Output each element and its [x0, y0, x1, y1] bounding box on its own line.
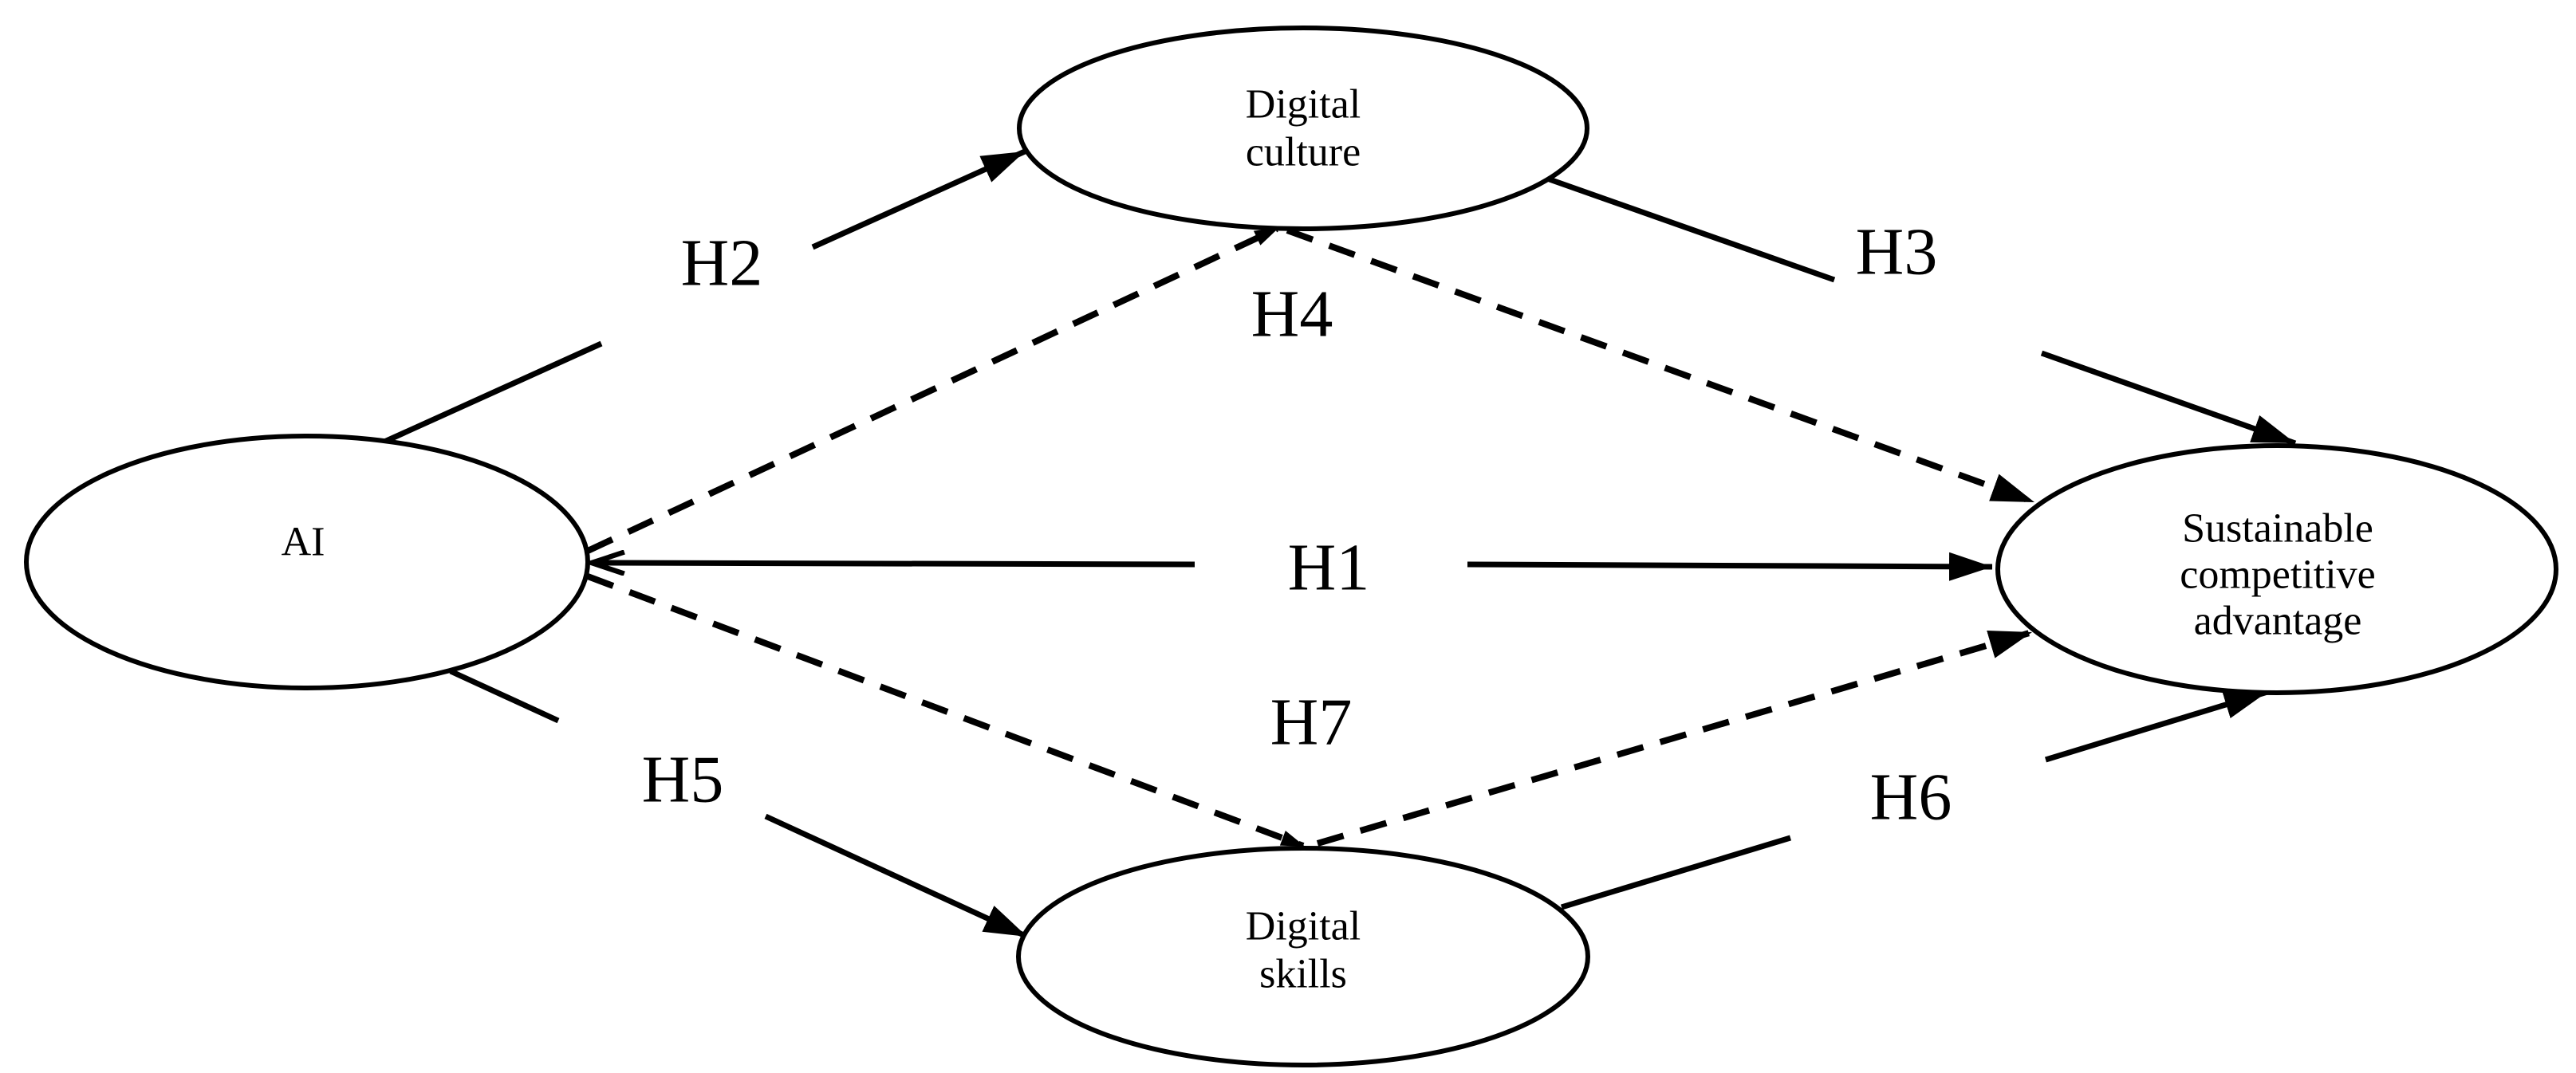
- label-h1: H1: [1288, 531, 1370, 605]
- label-h6: H6: [1870, 761, 1952, 835]
- edge-h7: [586, 573, 2034, 849]
- edge-h2-segment-2: [811, 148, 1026, 250]
- edge-h6-segment-2: [2044, 689, 2269, 763]
- edge-h2: [381, 148, 1026, 446]
- node-ai-ellipse: [24, 434, 590, 690]
- label-h5: H5: [642, 743, 724, 817]
- node-digital-culture: Digital culture: [1017, 26, 1589, 231]
- node-sustainable-competitive-advantage: Sustainable competitive advantage: [1995, 443, 2558, 695]
- node-ai: AI: [24, 434, 590, 690]
- label-h7: H7: [1270, 686, 1353, 760]
- edges: [381, 148, 2297, 940]
- edge-h4: [586, 226, 2036, 554]
- node-ai-label: AI: [282, 520, 325, 565]
- edge-h5: [449, 668, 1029, 940]
- edge-h1: [592, 552, 1993, 581]
- node-digital-culture-label-line2: culture: [1246, 130, 1361, 175]
- edge-h3-segment-2: [2040, 350, 2297, 446]
- edge-h1-segment-2: [1467, 552, 1993, 581]
- edge-h5-segment-1: [449, 668, 560, 724]
- edge-h6-segment-1: [1560, 835, 1792, 910]
- node-digital-skills: Digital skills: [1016, 846, 1590, 1067]
- edge-h3: [1546, 175, 2297, 446]
- node-sca-label-line1: Sustainable: [2182, 506, 2373, 552]
- edge-h2-segment-1: [381, 340, 603, 446]
- node-digital-skills-ellipse: [1016, 846, 1590, 1067]
- node-sca-label-line2: competitive: [2180, 552, 2375, 598]
- node-digital-culture-ellipse: [1017, 26, 1589, 231]
- label-h2: H2: [681, 226, 763, 301]
- edge-h3-segment-1: [1546, 175, 1836, 283]
- edge-h6: [1560, 689, 2269, 910]
- node-digital-skills-label-line2: skills: [1259, 952, 1347, 997]
- node-digital-skills-label-line1: Digital: [1246, 904, 1361, 949]
- edge-h4-segment-ai-to-culture: [586, 226, 1279, 554]
- node-sca-label-line3: advantage: [2194, 599, 2362, 644]
- node-sca-ellipse: [1995, 443, 2558, 695]
- label-h3: H3: [1856, 215, 1938, 289]
- nodes: AI Digital culture Digital skills Sustai…: [24, 26, 2558, 1067]
- edge-h7-segment-ai-to-skills: [586, 573, 1306, 849]
- edge-h7-segment-skills-to-sca: [1316, 629, 2034, 847]
- edge-h1-segment-1: [592, 563, 1195, 564]
- edge-h5-segment-2: [764, 813, 1029, 940]
- node-digital-culture-label-line1: Digital: [1246, 82, 1361, 128]
- label-h4: H4: [1251, 277, 1333, 352]
- edge-labels: H1 H2 H3 H4 H5 H6 H7: [642, 215, 1952, 835]
